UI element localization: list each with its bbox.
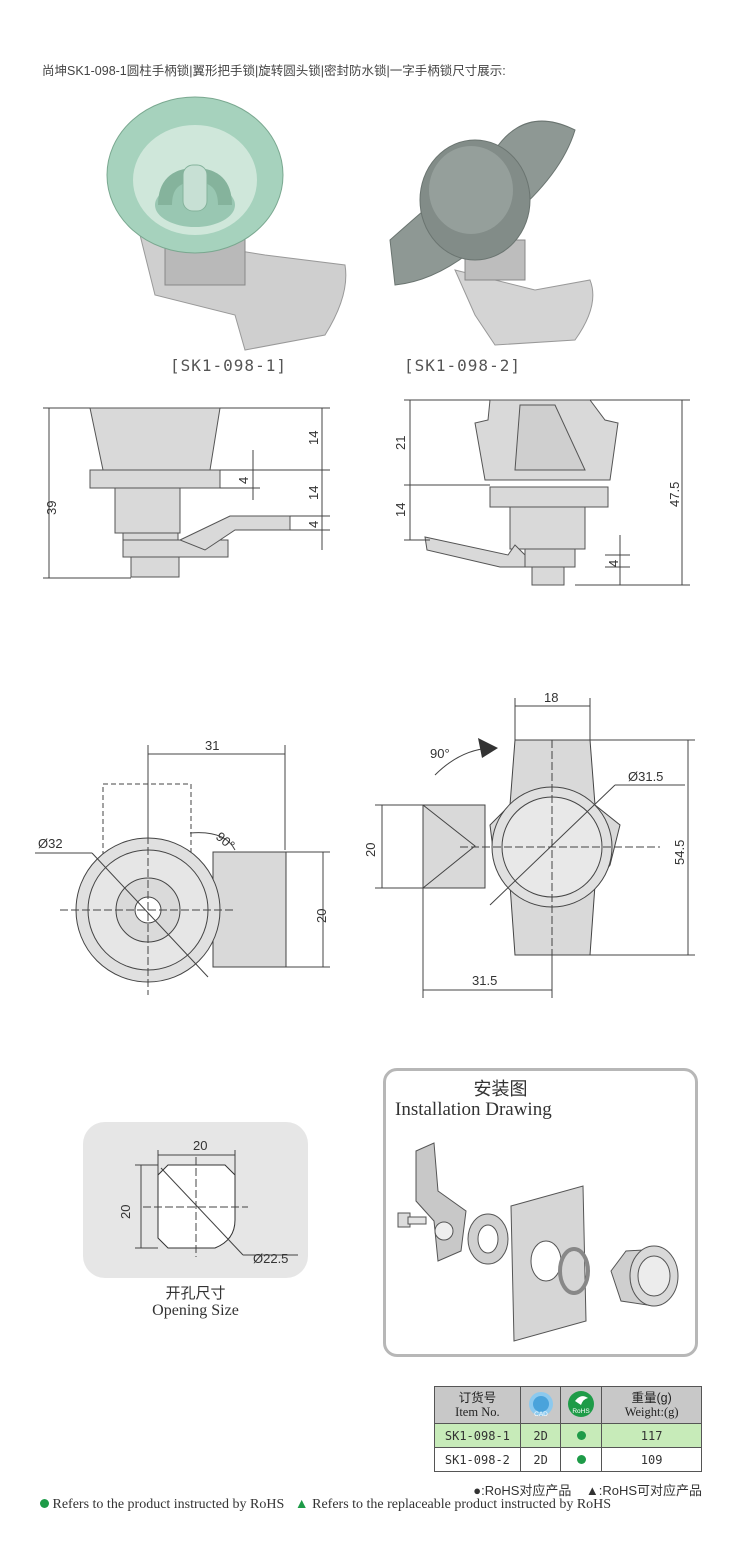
cell-cad: 2D [519, 1423, 562, 1448]
replaceable-legend-text: Refers to the replaceable product instru… [312, 1497, 612, 1512]
product-photo-sk1-098-2 [389, 120, 594, 346]
rohs-dot-icon [576, 1454, 586, 1464]
cell-rohs [560, 1423, 603, 1448]
header-weight-en: Weight:(g) [624, 1405, 679, 1419]
dim-label: 39 [44, 501, 59, 515]
opening-size-title-cn: 开孔尺寸 [165, 1285, 226, 1302]
rotation-arrow-icon [478, 738, 498, 758]
dim-label: 20 [314, 909, 329, 923]
opening-size-panel: 20 20 Ø22.5 [83, 1122, 308, 1278]
screw-nut [130, 556, 180, 578]
header-rohs: RoHS [560, 1386, 603, 1424]
dim-label: 4 [606, 560, 621, 567]
cell-item: SK1-098-1 [434, 1423, 521, 1448]
header-item-en: Item No. [455, 1405, 500, 1419]
table-header-row: 订货号 Item No. CAD RoHS 重量(g) Weight:(g) [434, 1386, 702, 1424]
dim-label: 31 [205, 738, 219, 753]
cylinder-lock-body [106, 96, 284, 286]
table-row: SK1-098-1 2D 117 [434, 1423, 702, 1448]
replaceable-legend-item: ▲:RoHS可对应产品 [585, 1483, 702, 1498]
cell-cad: 2D [519, 1447, 562, 1472]
screw-nut [531, 566, 565, 586]
order-table: 订货号 Item No. CAD RoHS 重量(g) Weight:(g) S… [434, 1386, 702, 1472]
flange [89, 469, 221, 489]
dim-label: 20 [363, 843, 378, 857]
rohs-icon: RoHS [568, 1390, 595, 1417]
installation-exploded-view [397, 1142, 679, 1342]
wing-handle-body [389, 120, 576, 286]
dim-label: 14 [306, 486, 321, 500]
installation-drawing-panel [383, 1068, 698, 1357]
side-view-sk1-098-1: 39 14 4 14 4 [43, 407, 330, 579]
washer-part [434, 1221, 454, 1241]
product-label-2: [SK1-098-2] [404, 356, 521, 375]
cell-item: SK1-098-2 [434, 1447, 521, 1472]
dim-label: 20 [118, 1205, 133, 1219]
opening-size-title-en: Opening Size [152, 1302, 239, 1319]
dim-label: 31.5 [472, 973, 497, 988]
dim-label: 21 [393, 436, 408, 450]
cell-weight: 117 [601, 1423, 702, 1448]
dim-label: 90° [430, 746, 450, 761]
hex-nut [114, 487, 181, 534]
dim-label: Ø32 [38, 836, 63, 851]
rohs-legend-en: Refers to the product instructed by RoHS… [40, 1497, 611, 1513]
rohs-icon-text: RoHS [573, 1408, 591, 1415]
cam-arm [178, 515, 291, 551]
side-view-sk1-098-2: 21 14 47.5 4 [393, 399, 690, 586]
dim-label: 54.5 [672, 840, 687, 865]
header-item-no: 订货号 Item No. [434, 1386, 521, 1424]
rohs-legend-text: Refers to the product instructed by RoHS [52, 1497, 285, 1512]
top-view-sk1-098-2: 18 90° Ø31.5 20 54.5 31.5 [363, 690, 695, 998]
header-item-cn: 订货号 [458, 1391, 497, 1405]
product-label-1: [SK1-098-1] [170, 356, 287, 375]
installation-title-cn: 安装图 [473, 1079, 528, 1099]
installation-title-en: Installation Drawing [395, 1099, 552, 1120]
rohs-legend-cn: ●:RoHS对应产品 ▲:RoHS可对应产品 [473, 1480, 702, 1499]
cam-part [415, 1142, 467, 1262]
header-weight-cn: 重量(g) [631, 1391, 672, 1405]
dim-label: Ø31.5 [628, 769, 663, 784]
dim-label: 18 [544, 690, 558, 705]
header-weight: 重量(g) Weight:(g) [601, 1386, 702, 1424]
triangle-icon: ▲ [294, 1497, 309, 1512]
threaded-body [509, 506, 586, 550]
dim-label: Ø22.5 [253, 1251, 288, 1266]
rohs-dot-icon [576, 1430, 586, 1440]
top-view-sk1-098-1: 31 Ø32 90° 20 [35, 738, 330, 995]
wing-center [514, 404, 586, 471]
cad-icon-text: CAD [534, 1411, 548, 1418]
cam-top [212, 851, 287, 968]
page-title: 尚坤SK1-098-1圆柱手柄锁|翼形把手锁|旋转圆头锁|密封防水锁|一字手柄锁… [42, 64, 506, 78]
table-row: SK1-098-2 2D 109 [434, 1447, 702, 1472]
cad-icon: CAD [528, 1391, 553, 1418]
cam-tongue-shape [454, 269, 594, 346]
dim-label: 4 [306, 521, 321, 528]
dim-label: 90° [213, 829, 238, 853]
dim-label: 20 [193, 1138, 207, 1153]
opening-size-drawing: 20 20 Ø22.5 [118, 1138, 298, 1266]
cell-rohs [560, 1447, 603, 1472]
dim-label: 47.5 [667, 482, 682, 507]
seal-ring-part [558, 1247, 590, 1295]
rohs-legend-item: ●:RoHS对应产品 [473, 1483, 572, 1498]
cam [524, 548, 576, 568]
product-photo-sk1-098-1 [106, 96, 347, 351]
cell-weight: 109 [601, 1447, 702, 1472]
rohs-dot-icon [40, 1499, 49, 1508]
dim-label: 4 [236, 477, 251, 484]
flange [489, 486, 609, 508]
knob-cone [89, 407, 221, 471]
header-cad: CAD [519, 1386, 562, 1424]
dim-label: 14 [393, 503, 408, 517]
dim-label: 14 [306, 431, 321, 445]
